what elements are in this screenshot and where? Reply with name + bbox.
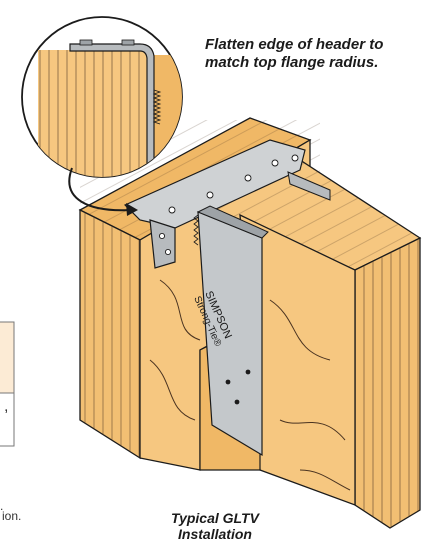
partial-table [0,321,15,447]
gltv-hanger [123,139,331,457]
figure-caption: Typical GLTV Installation [160,510,270,542]
partial-dot: . [0,499,4,513]
partial-comma: , [4,398,9,415]
callout-arrow-icon [68,167,138,216]
partial-word: ion. [2,509,22,523]
callout-text: Flatten edge of header to match top flan… [205,36,384,71]
caption-line-1: Typical GLTV [171,510,259,526]
caption-line-2: Installation [178,526,252,542]
